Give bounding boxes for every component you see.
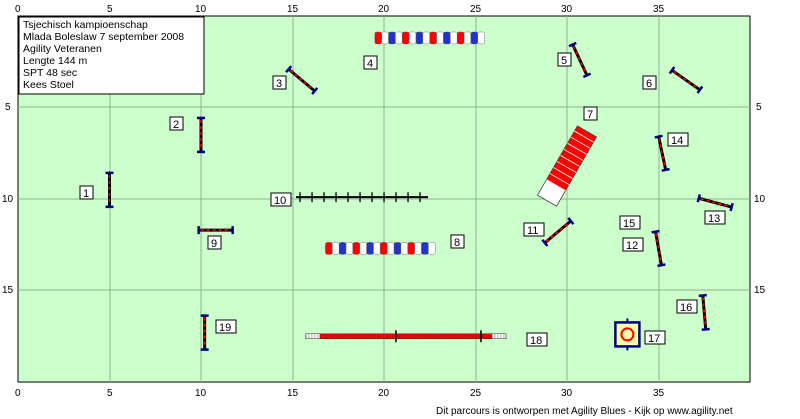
label-9: 9 [207, 235, 222, 250]
obstacles-layer [105, 31, 734, 351]
svg-text:17: 17 [648, 333, 660, 345]
x-tick-b-0: 0 [15, 388, 21, 399]
obstacle-7 [536, 125, 598, 207]
info-class: Agility Veteranen [23, 43, 102, 55]
info-length: Lengte 144 m [23, 55, 87, 67]
label-16: 16 [676, 299, 698, 314]
obstacle-4 [374, 31, 485, 45]
x-tick-30: 30 [561, 4, 573, 15]
x-axis-top: 0 5 10 15 20 25 30 35 [15, 4, 665, 15]
y-tick-10: 10 [2, 194, 14, 205]
info-judge: Kees Stoel [23, 79, 74, 91]
x-tick-b-10: 10 [195, 388, 207, 399]
info-event: Mlada Boleslaw 7 september 2008 [23, 31, 184, 43]
x-tick-20: 20 [378, 4, 390, 15]
obstacle-9 [197, 226, 234, 235]
label-8: 8 [450, 234, 465, 249]
obstacle-2 [197, 116, 205, 154]
svg-text:1: 1 [83, 188, 89, 200]
obstacle-11 [541, 217, 575, 247]
svg-text:18: 18 [530, 335, 542, 347]
label-10: 10 [270, 192, 292, 207]
label-3: 3 [272, 75, 287, 90]
y-tick-r-5: 5 [756, 102, 762, 113]
x-tick-b-25: 25 [470, 388, 482, 399]
obstacle-16 [698, 293, 710, 331]
y-tick-15: 15 [2, 285, 14, 296]
x-tick-35: 35 [653, 4, 665, 15]
label-12: 12 [622, 237, 644, 252]
x-tick-b-30: 30 [561, 388, 573, 399]
x-tick-b-35: 35 [653, 388, 665, 399]
obstacle-18 [305, 330, 507, 343]
svg-text:4: 4 [367, 58, 373, 70]
footer-credit: Dit parcours is ontworpen met Agility Bl… [436, 406, 733, 417]
label-1: 1 [79, 185, 94, 200]
label-7: 7 [583, 106, 598, 121]
y-tick-r-10: 10 [754, 194, 766, 205]
y-axis-right: 5 10 15 [754, 102, 766, 296]
svg-text:13: 13 [708, 213, 720, 225]
label-14: 14 [667, 132, 689, 147]
svg-text:7: 7 [587, 109, 593, 121]
svg-text:11: 11 [527, 225, 538, 237]
label-18: 18 [526, 332, 548, 347]
obstacle-5 [568, 41, 592, 79]
obstacle-8 [325, 242, 436, 255]
label-17: 17 [644, 330, 666, 345]
svg-text:16: 16 [680, 302, 692, 314]
info-title: Tsjechisch kampioenschap [23, 19, 148, 31]
obstacle-12 [651, 229, 666, 268]
x-tick-b-20: 20 [378, 388, 390, 399]
svg-text:14: 14 [671, 135, 683, 147]
svg-text:8: 8 [454, 237, 460, 249]
label-11: 11 [523, 222, 545, 237]
obstacle-labels: 1 2 3 4 5 6 7 8 9 10 11 12 13 14 15 16 1… [79, 52, 726, 347]
svg-text:9: 9 [211, 238, 217, 250]
x-tick-25: 25 [470, 4, 482, 15]
label-19: 19 [215, 319, 237, 334]
y-tick-r-15: 15 [754, 285, 766, 296]
label-13: 13 [704, 210, 726, 225]
obstacle-3 [285, 65, 319, 95]
label-2: 2 [169, 116, 184, 131]
x-tick-10: 10 [195, 4, 207, 15]
label-4: 4 [363, 55, 378, 70]
svg-text:12: 12 [626, 240, 638, 252]
svg-text:10: 10 [274, 195, 286, 207]
obstacle-1 [105, 171, 114, 209]
obstacle-6 [668, 66, 704, 94]
x-tick-b-5: 5 [107, 388, 113, 399]
svg-text:15: 15 [623, 218, 635, 230]
label-6: 6 [642, 75, 657, 90]
svg-text:2: 2 [173, 119, 179, 131]
x-axis-bottom: 0 5 10 15 20 25 30 35 [15, 388, 665, 399]
obstacle-14 [654, 134, 670, 172]
label-15: 15 [619, 215, 641, 230]
svg-text:6: 6 [646, 78, 652, 90]
y-tick-5: 5 [5, 102, 11, 113]
x-tick-b-15: 15 [287, 388, 299, 399]
svg-text:5: 5 [561, 55, 567, 67]
info-box: Tsjechisch kampioenschap Mlada Boleslaw … [18, 16, 205, 95]
svg-text:19: 19 [219, 322, 231, 334]
info-spt: SPT 48 sec [23, 67, 77, 79]
obstacle-17 [614, 318, 641, 351]
x-tick-15: 15 [287, 4, 299, 15]
obstacle-10 [296, 192, 429, 203]
label-5: 5 [557, 52, 572, 67]
obstacle-19 [200, 314, 209, 351]
obstacle-13 [696, 194, 734, 212]
x-tick-5: 5 [107, 4, 113, 15]
x-tick-0: 0 [15, 4, 21, 15]
svg-text:3: 3 [276, 78, 282, 90]
y-axis-left: 5 10 15 [2, 102, 14, 296]
